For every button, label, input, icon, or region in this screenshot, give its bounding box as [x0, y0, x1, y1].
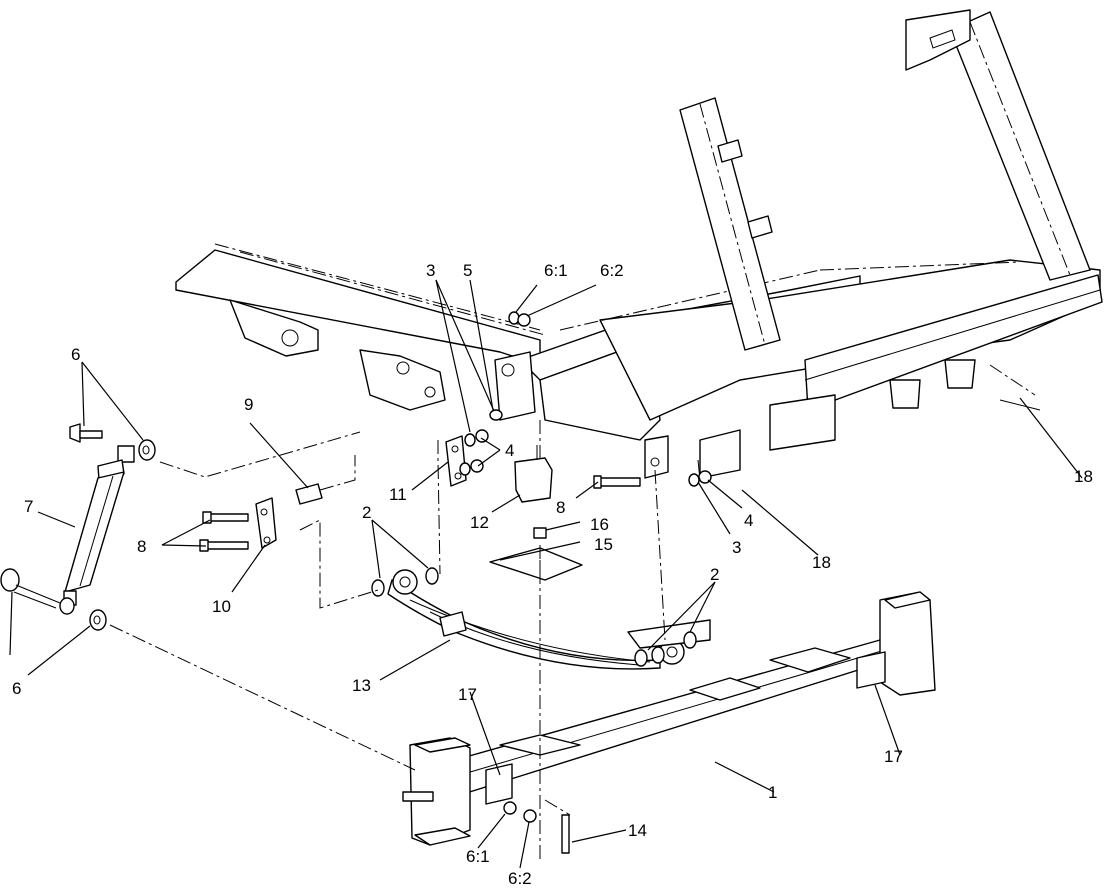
callout-4-upper: 4: [505, 441, 514, 460]
shackle-plate: [255, 497, 277, 549]
top-nut-washer: [508, 311, 531, 327]
callout-3-lower: 3: [732, 538, 741, 557]
spacer-tube: [295, 483, 323, 505]
leader-lines: [9, 279, 1083, 869]
leaf-spring-plate: [489, 547, 583, 581]
callout-2-right: 2: [710, 565, 719, 584]
shackle-bolt-right: [593, 475, 641, 489]
callout-10: 10: [212, 597, 231, 616]
callout-6-2-top: 6:2: [600, 261, 624, 280]
center-nut: [533, 527, 547, 539]
callout-14: 14: [628, 821, 647, 840]
bottom-nut-washer: [503, 801, 537, 823]
callout-6-lower: 6: [12, 679, 21, 698]
shock-absorber: [59, 445, 135, 615]
callout-8-left: 8: [137, 537, 146, 556]
spring-bushings: [371, 567, 697, 667]
callout-4-lower: 4: [744, 511, 753, 530]
callout-13: 13: [352, 676, 371, 695]
washers-nuts-upper: [459, 429, 712, 487]
callout-18-center: 18: [812, 553, 831, 572]
alignment-lines: [109, 420, 701, 860]
shock-upper-bushing: [138, 439, 156, 461]
u-bolt-nut: [489, 409, 503, 421]
callout-6-2-bottom: 6:2: [508, 869, 532, 888]
u-bolt-lower: [561, 814, 570, 854]
shackle-bolts-left: [199, 511, 249, 552]
callout-2-left: 2: [362, 503, 371, 522]
front-axle: [402, 591, 936, 846]
shock-lower-bolt: [0, 568, 61, 609]
callout-3-upper: 3: [426, 261, 435, 280]
rubber-bumper: [514, 445, 553, 503]
callout-15: 15: [594, 535, 613, 554]
callout-5: 5: [463, 261, 472, 280]
callout-6-1-top: 6:1: [544, 261, 568, 280]
callout-8-right: 8: [556, 498, 565, 517]
shock-upper-bolt: [69, 423, 103, 443]
callout-labels: 1 2 2 3 3 4 4 5 6:1 6:2 6 6 7 8 8 9 10 1…: [12, 261, 1093, 888]
callout-9: 9: [244, 395, 253, 414]
callout-6-upper: 6: [71, 345, 80, 364]
shackle-plate-right: [445, 435, 467, 487]
callout-12: 12: [470, 513, 489, 532]
main-frame: [175, 9, 1103, 479]
front-hanger-bracket: [494, 351, 669, 479]
callout-6-1-bottom: 6:1: [466, 847, 490, 866]
leaf-spring: [387, 569, 711, 670]
callout-1: 1: [768, 783, 777, 802]
shock-lower-bushing: [89, 609, 107, 631]
callout-16: 16: [590, 515, 609, 534]
callout-17-right: 17: [884, 747, 903, 766]
callout-17-left: 17: [458, 685, 477, 704]
callout-18-right: 18: [1074, 467, 1093, 486]
callout-7: 7: [24, 497, 33, 516]
callout-11: 11: [389, 485, 407, 504]
